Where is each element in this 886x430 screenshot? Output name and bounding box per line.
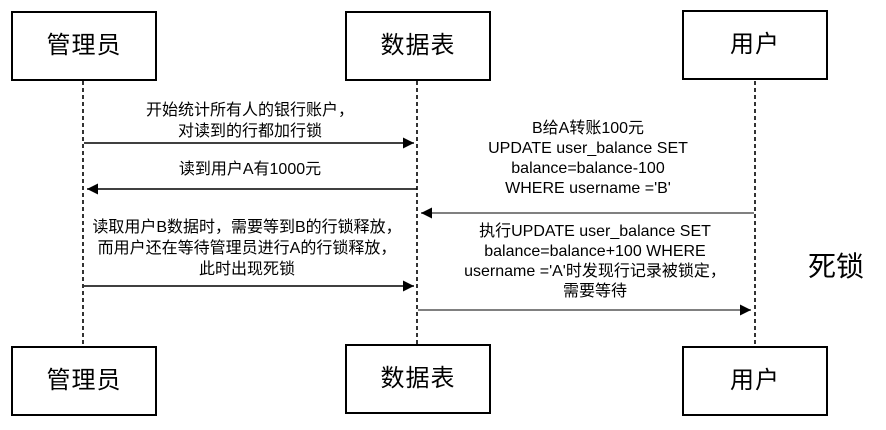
- actor-label-user: 用户: [730, 367, 780, 394]
- message-label-transfer-sql: B给A转账100元 UPDATE user_balance SET balance=…: [438, 119, 738, 199]
- actor-label-table: 数据表: [380, 365, 456, 392]
- actor-box-table-top: 数据表: [345, 11, 491, 81]
- actor-box-user-top: 用户: [682, 10, 828, 80]
- message-line: 执行UPDATE user_balance SET: [479, 223, 711, 240]
- message-line: B给A转账100元: [531, 120, 645, 137]
- message-label-update-waits: 执行UPDATE user_balance SET balance=balance…: [437, 222, 753, 302]
- message-line: WHERE username ='B': [505, 180, 671, 197]
- deadlock-annotation: 死锁: [807, 251, 864, 282]
- actor-box-admin-bottom: 管理员: [11, 346, 157, 416]
- actor-label-admin: 管理员: [46, 367, 122, 394]
- message-line: UPDATE user_balance SET: [488, 140, 688, 157]
- message-line: 开始统计所有人的银行账户，: [145, 102, 354, 119]
- message-line: 而用户还在等待管理员进行A的行锁释放，: [97, 240, 397, 257]
- actor-label-user: 用户: [730, 31, 780, 58]
- message-line: 读取用户B数据时，需要等到B的行锁释放，: [92, 219, 402, 236]
- message-line: balance=balance-100: [511, 160, 665, 177]
- actor-box-table-bottom: 数据表: [345, 344, 491, 414]
- actor-label-table: 数据表: [380, 32, 456, 59]
- message-line: 读到用户A有1000元: [178, 161, 322, 178]
- actor-label-admin: 管理员: [46, 32, 122, 59]
- message-line: username ='A'时发现行记录被锁定，: [464, 263, 726, 280]
- actor-box-admin-top: 管理员: [11, 11, 157, 81]
- message-label-read-balance: 读到用户A有1000元: [90, 160, 410, 180]
- actor-box-user-bottom: 用户: [682, 346, 828, 416]
- message-label-deadlock-occurs: 读取用户B数据时，需要等到B的行锁释放， 而用户还在等待管理员进行A的行锁释放， 此…: [74, 217, 420, 280]
- message-line: 此时出现死锁: [198, 261, 295, 278]
- message-line: 需要等待: [562, 283, 627, 300]
- message-line: 对读到的行都加行锁: [177, 123, 322, 140]
- message-line: balance=balance+100 WHERE: [484, 243, 706, 260]
- message-label-admin-lock: 开始统计所有人的银行账户， 对读到的行都加行锁: [90, 100, 410, 142]
